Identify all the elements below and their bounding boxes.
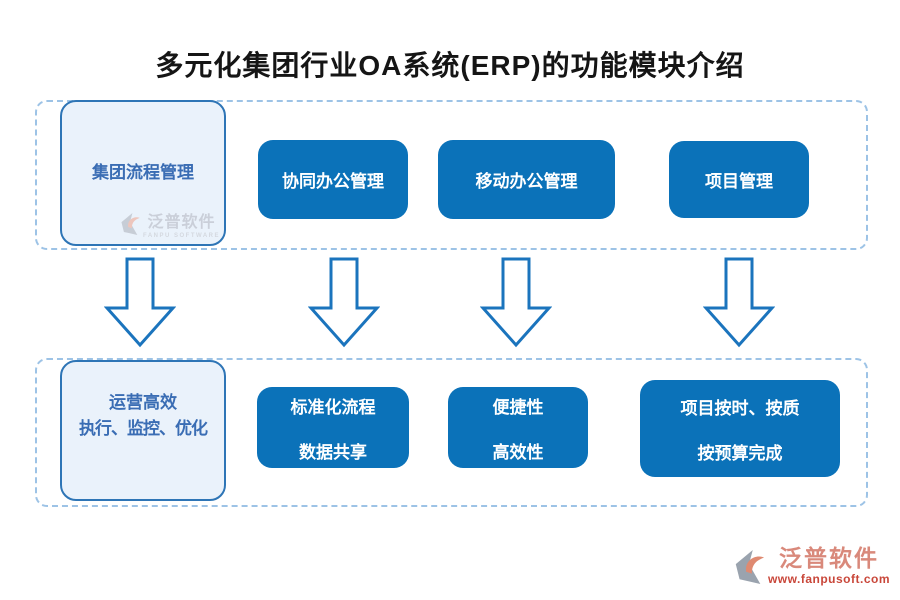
brand-name: 泛普软件: [778, 545, 879, 571]
watermark: 泛普软件 FANPU SOFTWARE: [119, 211, 220, 242]
brand-logo: 泛普软件 www.fanpusoft.com: [732, 547, 890, 592]
down-arrow-icon: [480, 257, 552, 348]
watermark-name: 泛普软件: [147, 213, 216, 231]
benefit-button-project-completion: 项目按时、按质 按预算完成: [640, 380, 840, 477]
page-title: 多元化集团行业OA系统(ERP)的功能模块介绍: [155, 50, 745, 81]
watermark-subtitle: FANPU SOFTWARE: [142, 232, 220, 239]
benefit-line2: 数据共享: [299, 442, 367, 462]
benefit-button-convenience-efficiency: 便捷性 高效性: [448, 387, 588, 468]
benefit-line1: 便捷性: [492, 397, 544, 417]
benefit-button-standardized-process: 标准化流程 数据共享: [257, 387, 409, 468]
benefit-line2: 按预算完成: [697, 443, 783, 463]
down-arrow-icon: [703, 257, 775, 348]
feature-box-label: 集团流程管理: [92, 163, 194, 182]
benefit-box-operations: 运营高效 执行、监控、优化: [60, 360, 226, 501]
fanpu-logo-icon: [119, 211, 141, 242]
module-button-mobile-office: 移动办公管理: [438, 140, 615, 219]
benefit-line1: 标准化流程: [290, 397, 376, 417]
benefit-line2: 高效性: [492, 442, 544, 462]
module-button-label: 项目管理: [705, 172, 773, 191]
feature-box-group-process: 集团流程管理 泛普软件 FANPU SOFTWARE: [60, 100, 226, 246]
down-arrow-icon: [308, 257, 380, 348]
benefit-box-line2: 执行、监控、优化: [79, 419, 208, 438]
benefit-line1: 项目按时、按质: [680, 398, 800, 418]
module-button-project-management: 项目管理: [669, 141, 809, 218]
benefit-box-line1: 运营高效: [109, 393, 177, 412]
brand-url: www.fanpusoft.com: [767, 572, 890, 586]
fanpu-logo-icon: [732, 547, 766, 592]
module-button-label: 移动办公管理: [475, 172, 578, 191]
down-arrow-icon: [104, 257, 176, 348]
module-button-label: 协同办公管理: [282, 172, 384, 191]
module-button-collaborative-office: 协同办公管理: [258, 140, 408, 219]
